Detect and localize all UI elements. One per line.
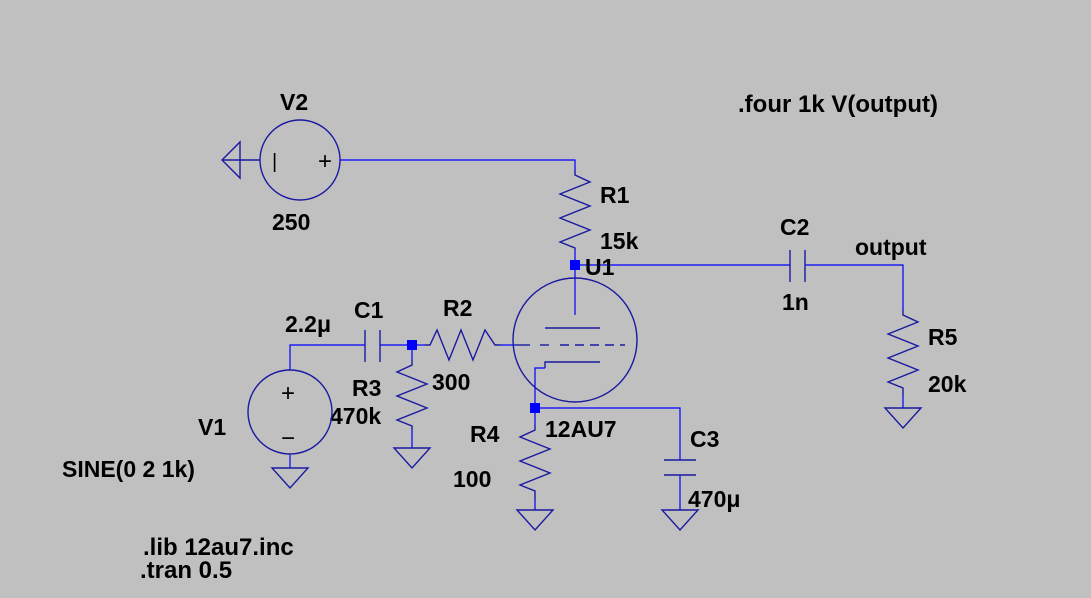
r5-name-label: R5: [928, 324, 958, 350]
v2-bar-sign: |: [272, 151, 277, 173]
r1-name-label: R1: [600, 182, 630, 208]
c1-value-label: 2.2μ: [285, 311, 331, 337]
r3-name-label: R3: [352, 375, 381, 401]
c3-symbol[interactable]: [664, 459, 696, 476]
v1-minus-sign: −: [281, 425, 295, 452]
r5-ground-icon: [883, 407, 923, 430]
c2-value-label: 1n: [782, 289, 809, 315]
c3-value-label: 470μ: [688, 486, 740, 512]
c3-ground-icon: [660, 509, 700, 532]
v2-plus-sign: +: [318, 148, 332, 175]
wire-c2-output[interactable]: [805, 264, 904, 310]
v1-symbol[interactable]: + −: [247, 369, 333, 455]
lib-directive[interactable]: .lib 12au7.inc: [143, 534, 294, 561]
v2-symbol[interactable]: | +: [221, 119, 341, 201]
r1-value-label: 15k: [600, 228, 639, 254]
four-directive[interactable]: .four 1k V(output): [738, 91, 938, 118]
r2-symbol[interactable]: [425, 328, 500, 362]
net-output-label: output: [855, 234, 927, 260]
r4-name-label: R4: [470, 421, 500, 447]
junction-cathode[interactable]: [530, 403, 540, 413]
v1-ground-icon: [270, 467, 310, 490]
c2-name-label: C2: [780, 214, 809, 240]
junction-plate[interactable]: [570, 260, 580, 270]
r5-symbol[interactable]: [886, 310, 920, 395]
c3-name-label: C3: [690, 426, 719, 452]
u1-name-label: U1: [585, 254, 615, 280]
v2-value-label: 250: [272, 209, 310, 235]
r4-value-label: 100: [453, 466, 491, 492]
v2-name-label: V2: [280, 89, 308, 115]
junction-grid[interactable]: [407, 340, 417, 350]
r5-value-label: 20k: [928, 371, 967, 397]
r3-symbol[interactable]: [395, 360, 429, 430]
tran-directive[interactable]: .tran 0.5: [140, 557, 232, 584]
v1-value-label: SINE(0 2 1k): [62, 456, 195, 482]
r3-ground-icon: [392, 447, 432, 470]
r2-value-label: 300: [432, 369, 470, 395]
r4-symbol[interactable]: [518, 425, 552, 500]
wire-v1-c1[interactable]: [289, 344, 365, 370]
wire-v2-r1[interactable]: [340, 159, 576, 170]
u1-value-label: 12AU7: [545, 416, 617, 442]
c1-symbol[interactable]: [364, 330, 381, 362]
c1-name-label: C1: [354, 297, 384, 323]
v1-plus-sign: +: [281, 380, 295, 407]
r2-name-label: R2: [443, 295, 472, 321]
c2-symbol[interactable]: [789, 250, 806, 282]
r3-value-label: 470k: [330, 403, 381, 429]
v1-name-label: V1: [198, 414, 226, 440]
u1-tube-symbol[interactable]: [512, 277, 638, 403]
wire-cathode-c3[interactable]: [534, 367, 681, 460]
r4-ground-icon: [515, 509, 555, 532]
wires: [289, 159, 904, 510]
r1-symbol[interactable]: [558, 170, 592, 250]
